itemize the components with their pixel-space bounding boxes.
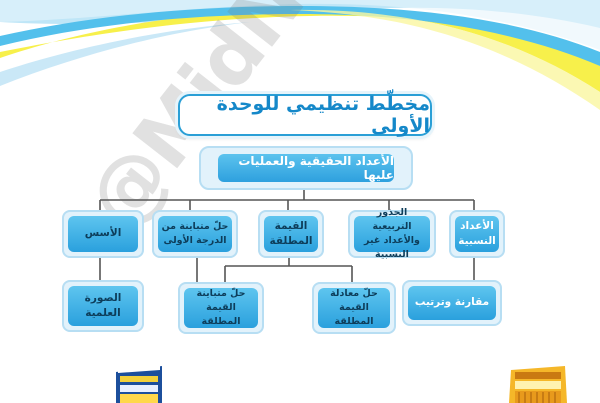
node-compare-order: مقارنة وترتيب [402, 280, 502, 326]
node-square-roots-label: الجذور التربيعية والأعداد غير النسبية [354, 207, 430, 260]
node-exponents: الأسس [62, 210, 144, 258]
midnight-logo-right [509, 366, 567, 403]
node-square-roots: الجذور التربيعية والأعداد غير النسبية [348, 207, 436, 260]
node-rational-numbers-label: الأعداد النسبية [455, 216, 499, 252]
root-node-label: الأعداد الحقيقية والعمليات عليها [218, 154, 394, 182]
node-absolute-value-label: القيمة المطلقة [264, 216, 318, 252]
node-absolute-value: القيمة المطلقة [258, 210, 324, 258]
node-compare-order-label: مقارنة وترتيب [408, 286, 496, 320]
node-exponents-label: الأسس [68, 216, 138, 252]
node-scientific-notation-label: الصورة العلمية [68, 286, 138, 326]
node-rational-numbers: الأعداد النسبية [449, 210, 505, 258]
node-first-degree-inequality: حلّ متباينة من الدرجة الأولى [152, 210, 238, 258]
midnight-documents-logo-left [116, 364, 162, 403]
node-scientific-notation: الصورة العلمية [62, 280, 144, 332]
page-title: مخطّط تنظيمي للوحدة الأولى [178, 93, 432, 137]
node-absolute-inequality-label: حلّ متباينة القيمة المطلقة [184, 288, 258, 328]
node-absolute-equation-label: حلّ معادلة القيمة المطلقة [318, 288, 390, 328]
node-absolute-inequality: حلّ متباينة القيمة المطلقة [178, 282, 264, 334]
root-node: الأعداد الحقيقية والعمليات عليها [199, 146, 413, 190]
node-first-degree-inequality-label: حلّ متباينة من الدرجة الأولى [158, 216, 232, 252]
node-absolute-equation: حلّ معادلة القيمة المطلقة [312, 282, 396, 334]
